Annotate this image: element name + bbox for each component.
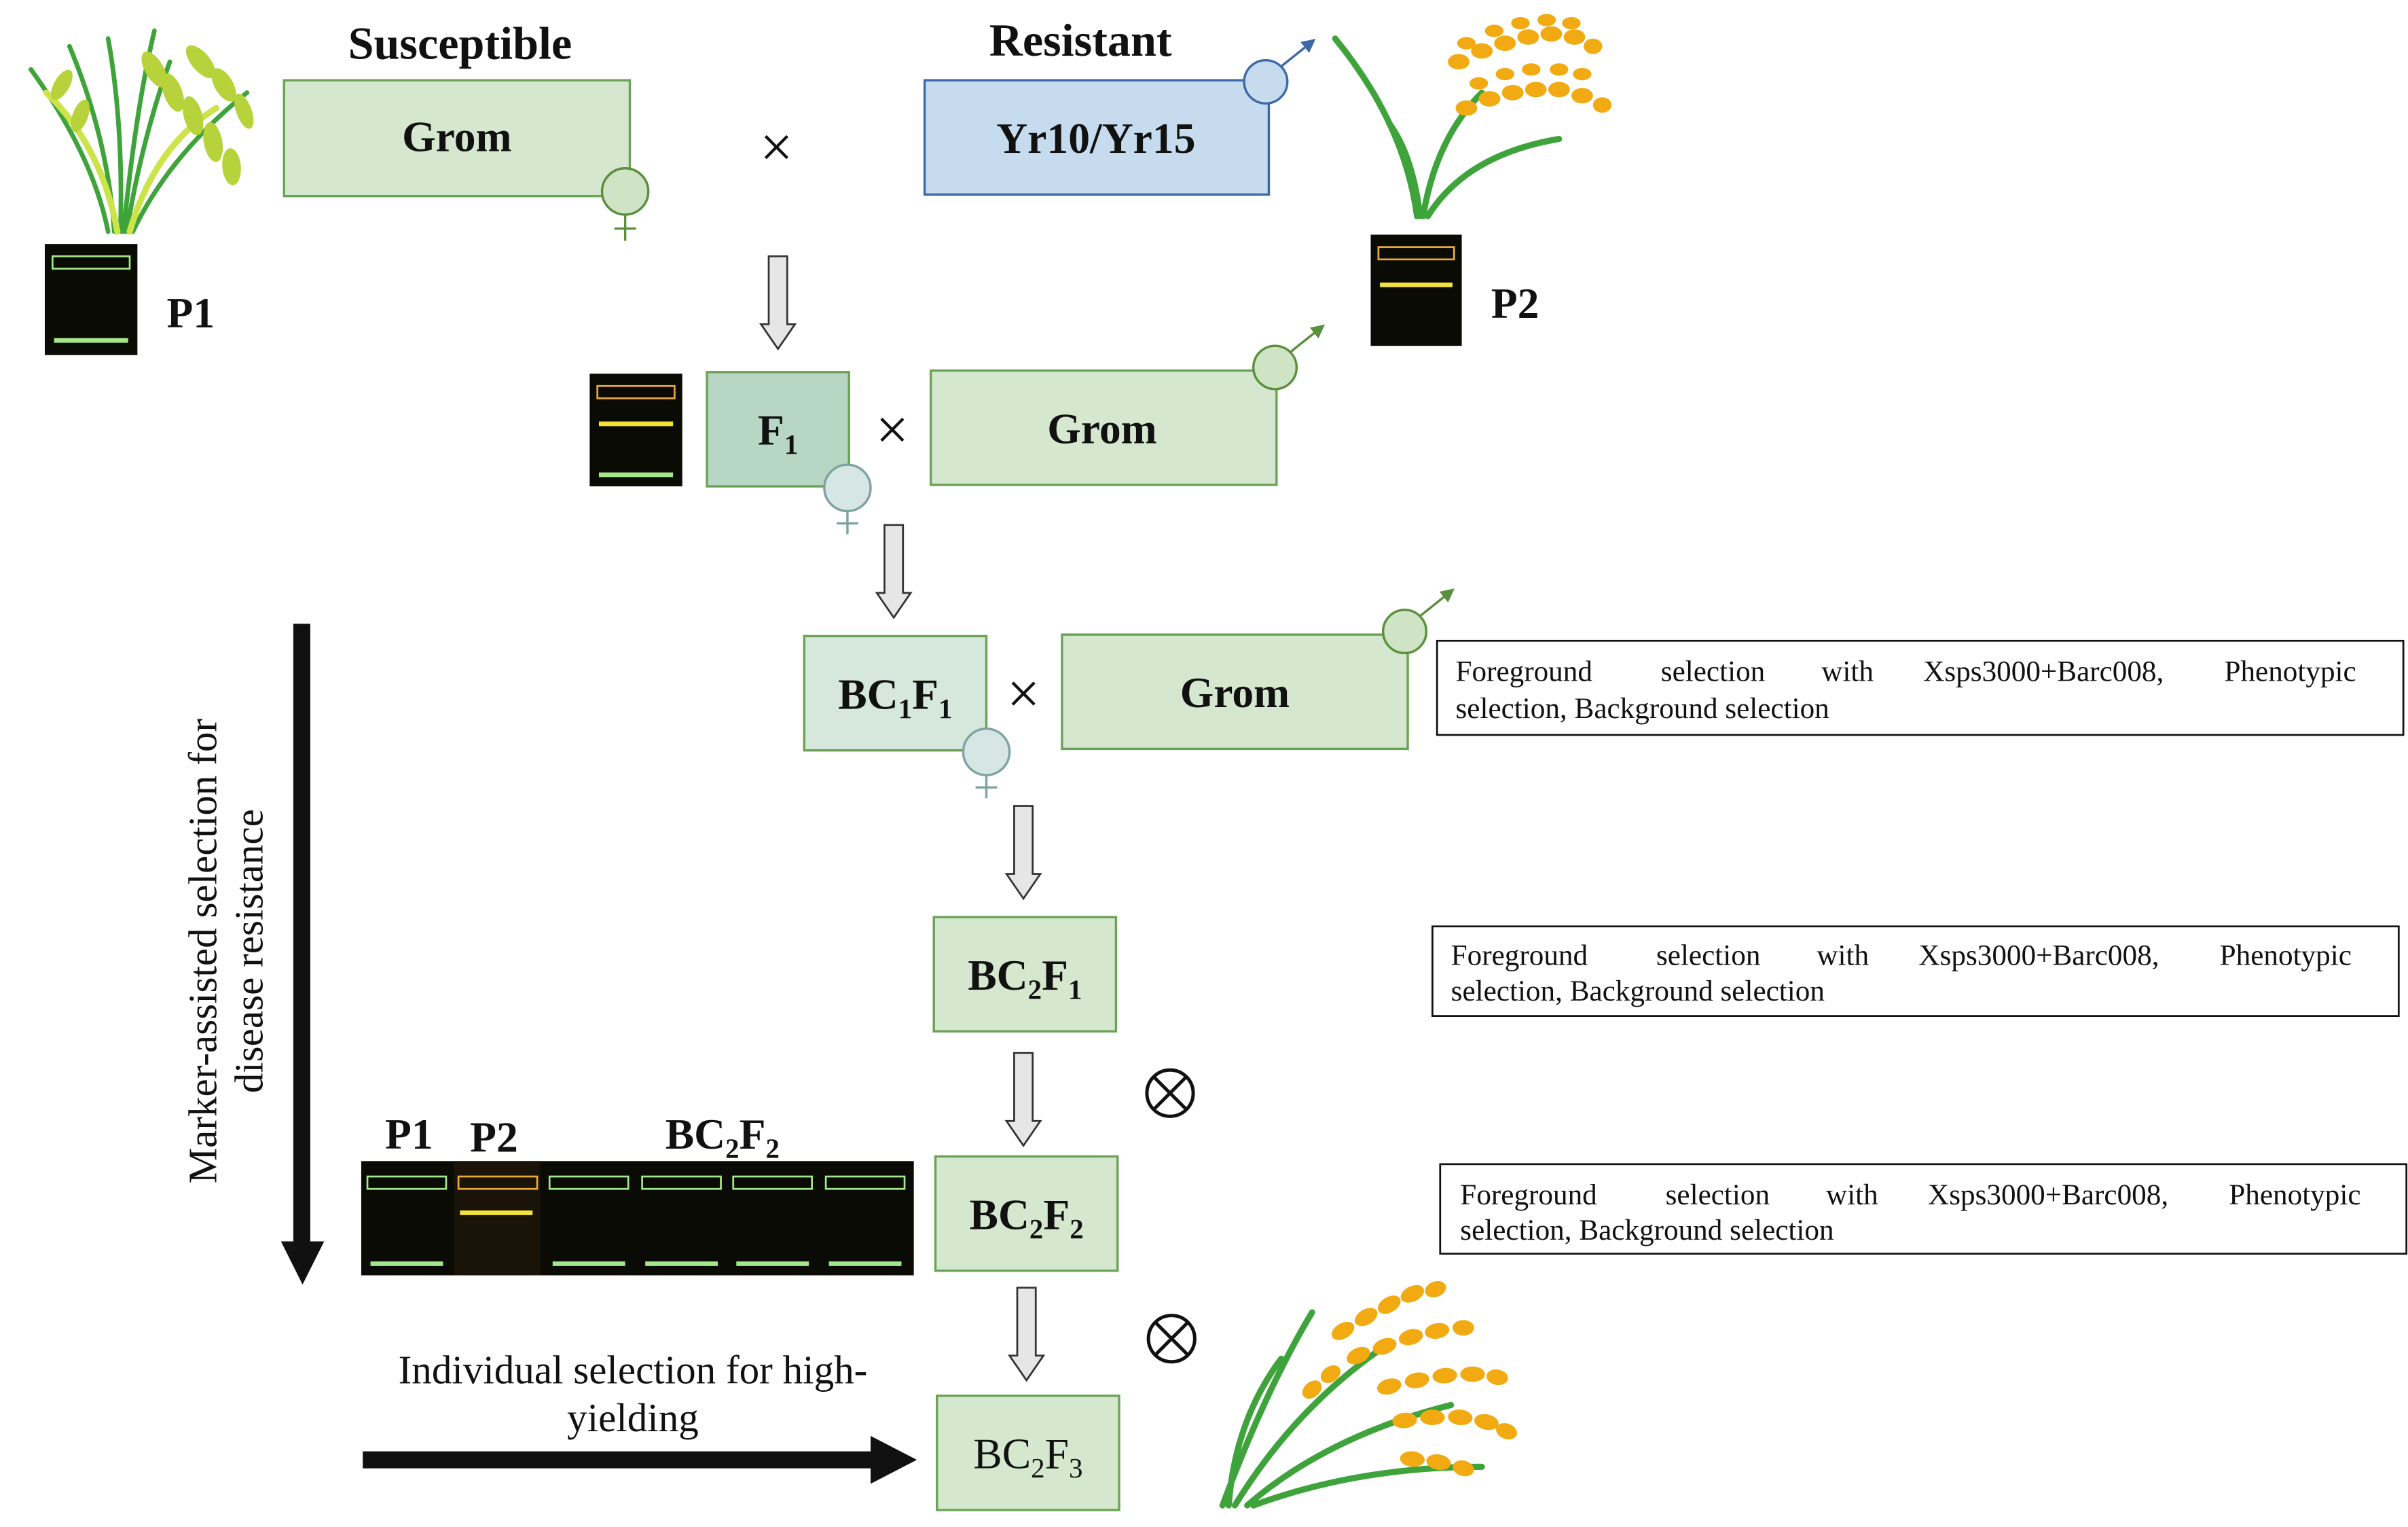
selection-note-3: Foreground selection with Xsps3000+Barc0… [1439,1163,2408,1255]
bc2f2-box: BC2F2 [934,1155,1119,1272]
female-icon [962,727,1011,799]
arrow-down-4 [1004,1052,1042,1147]
individual-selection-arrow [363,1435,917,1484]
gel-lane-p1-label: P1 [385,1110,433,1158]
rice-plant-p2-icon [1332,14,1612,219]
individual-selection-line2: yielding [567,1395,699,1440]
arrow-down-2 [875,524,913,619]
gel-pop-label: BC2F2 [665,1110,780,1164]
bc2f2-sub-b: 2 [1070,1214,1083,1244]
population-gel [361,1161,914,1276]
f1-box: F1 [706,371,850,488]
selfing-icon [1146,1314,1197,1364]
p1-label: P1 [167,289,215,337]
mas-label-line2: disease resistance [226,809,271,1093]
bc2f3-label-a: BC [973,1430,1031,1478]
susceptible-header: Susceptible [348,17,572,69]
male-icon [1381,588,1455,655]
grom-label: Grom [1180,668,1290,717]
svg-text:BC1F1: BC1F1 [838,670,952,724]
selfing-icon [1145,1068,1195,1118]
p2-yr-box: Yr10/Yr15 [923,79,1271,196]
mas-arrow [280,624,325,1285]
f1-label: F [758,406,784,454]
selection-note-line1: Foreground selection with Xsps3000+Barc0… [1455,655,2356,687]
gel-f1 [589,374,682,486]
grom-label: Grom [1047,404,1156,452]
arrow-down-3 [1004,805,1042,901]
recurrent-grom-box-1: Grom [929,369,1278,486]
mas-label: Marker-assisted selection for disease re… [180,719,271,1184]
gel-p1 [44,244,138,355]
individual-selection-line1: Individual selection for high- [399,1348,868,1393]
rice-plant-p1-icon [29,29,254,235]
bc2f2-label-b: F [1043,1190,1070,1238]
selection-note-line1: Foreground selection with Xsps3000+Barc0… [1451,940,2352,972]
bc1f1-box: BC1F1 [803,634,988,752]
cross-symbol: × [875,397,909,462]
bc2f1-sub-b: 1 [1068,975,1082,1005]
f1-sub: 1 [784,429,798,460]
arrow-down-1 [759,255,797,351]
selection-note-1: Foreground selection with Xsps3000+Barc0… [1436,639,2405,736]
gel-lane-p2-label: P2 [470,1113,518,1162]
bc1f1-sub-b: 1 [938,694,952,724]
bc2f1-box: BC2F1 [932,916,1118,1033]
p2-label: P2 [1491,279,1539,327]
cross-symbol: × [1007,661,1040,726]
selection-note-line1: Foreground selection with Xsps3000+Barc0… [1460,1179,2360,1211]
male-icon [1243,39,1316,105]
bc2f1-label-b: F [1042,951,1068,999]
p1-grom-box: Grom [282,79,632,198]
selection-note-line2: selection, Background selection [1451,975,1825,1007]
selection-note-line2: selection, Background selection [1455,693,1829,725]
p2-yr-label: Yr10/Yr15 [996,114,1195,162]
female-icon [600,167,650,241]
p1-grom-label: Grom [402,113,511,161]
bc2f1-sub-a: 2 [1028,975,1042,1005]
cross-symbol: × [760,114,793,179]
bc1f1-label-a: BC [838,670,898,718]
svg-text:BC2F1: BC2F1 [968,951,1082,1005]
bc1f1-label-b: F [912,670,938,718]
rice-plant-final-icon [1219,1280,1517,1509]
female-icon [823,463,872,535]
resistant-header: Resistant [989,14,1172,66]
male-icon [1252,324,1326,391]
selection-note-2: Foreground selection with Xsps3000+Barc0… [1431,925,2400,1017]
svg-text:F1: F1 [758,406,798,461]
bc2f2-sub-a: 2 [1029,1214,1043,1244]
bc2f3-label-b: F [1045,1430,1069,1478]
svg-text:BC2F2: BC2F2 [970,1190,1084,1244]
bc2f1-label-a: BC [968,951,1027,999]
arrow-down-5 [1008,1287,1046,1382]
recurrent-grom-box-2: Grom [1061,633,1409,751]
bc2f3-box: BC2F3 [936,1395,1120,1511]
svg-text:BC2F3: BC2F3 [973,1430,1082,1484]
mas-label-line1: Marker-assisted selection for [180,719,225,1184]
bc2f3-sub-a: 2 [1031,1453,1044,1484]
bc2f2-label-a: BC [970,1190,1029,1238]
bc1f1-sub-a: 1 [898,694,912,724]
bc2f3-sub-b: 3 [1069,1453,1082,1484]
gel-p2 [1370,234,1462,346]
selection-note-line2: selection, Background selection [1460,1215,1834,1246]
